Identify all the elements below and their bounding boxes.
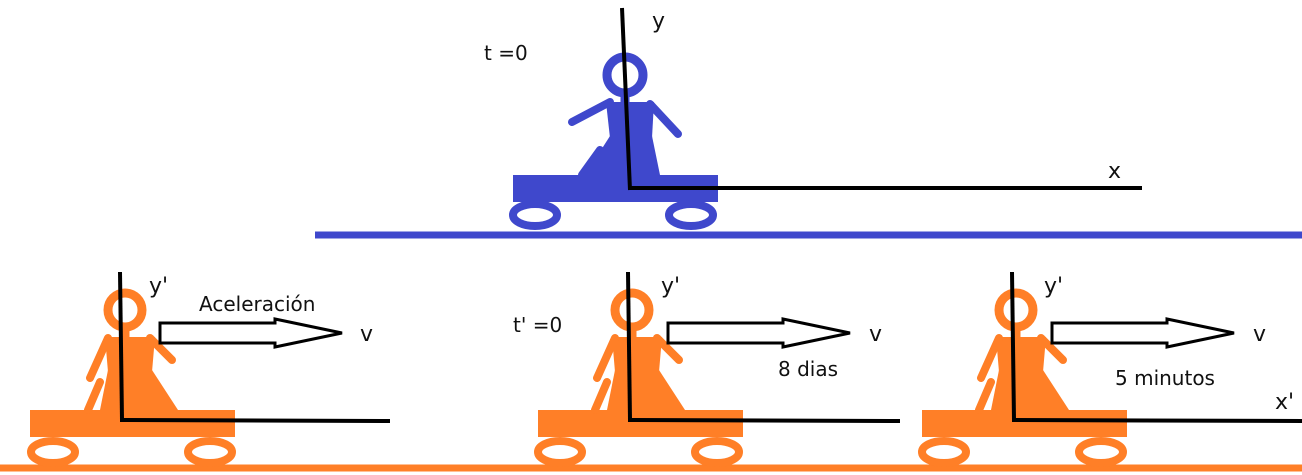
stationary-person-leg-detail	[578, 146, 604, 179]
moving-cart-wheel-right	[691, 437, 743, 467]
moving-person-head	[994, 288, 1038, 332]
moving-person-leg-detail	[975, 378, 995, 414]
frame-caption: Aceleración	[199, 292, 315, 316]
moving-x-axis	[1011, 418, 1302, 423]
stationary-person-arm-left	[568, 98, 614, 126]
moving-person-head	[610, 288, 654, 332]
moving-y-axis	[626, 271, 632, 421]
velocity-arrow	[1050, 317, 1235, 349]
moving-person-leg-detail	[84, 378, 104, 414]
moving-y-label: y'	[149, 274, 168, 299]
moving-cart-wheel-left	[27, 437, 79, 467]
velocity-arrow	[158, 317, 343, 349]
velocity-label: v	[869, 322, 882, 347]
stationary-person-arm-right	[646, 100, 682, 138]
moving-frame-1: y' Aceleración v	[27, 271, 391, 467]
moving-x-label: x'	[1275, 390, 1294, 415]
stationary-y-axis	[620, 7, 632, 191]
moving-cart-wheel-right	[1075, 437, 1127, 467]
frame-caption: 8 dias	[778, 357, 838, 381]
stationary-x-label: x	[1108, 159, 1121, 184]
moving-person-arm-right	[1037, 334, 1067, 364]
moving-person-arm-right	[653, 334, 683, 364]
stationary-person-legs	[585, 136, 660, 175]
velocity-label: v	[1253, 322, 1266, 347]
stationary-observer-group: t =0 y x	[315, 7, 1302, 239]
moving-x-axis	[627, 418, 901, 423]
moving-person-legs	[991, 370, 1069, 410]
velocity-label: v	[360, 322, 373, 347]
moving-person-leg-detail	[591, 378, 611, 414]
moving-frame-3: y' 5 minutos v x'	[918, 271, 1302, 467]
velocity-arrow	[666, 317, 851, 349]
moving-y-axis	[118, 271, 124, 421]
moving-y-label: y'	[661, 274, 680, 299]
moving-cart-body	[30, 410, 235, 437]
moving-cart-wheel-right	[184, 437, 236, 467]
moving-person-arm-left	[977, 334, 1003, 382]
moving-y-label: y'	[1044, 274, 1063, 299]
moving-observer-group: y' Aceleración v t' =0 y' 8 dias	[0, 271, 1302, 472]
moving-person-torso	[996, 337, 1046, 372]
moving-cart-wheel-left	[534, 437, 586, 467]
frame-caption: 5 minutos	[1115, 366, 1215, 390]
moving-person	[84, 288, 178, 414]
moving-person-torso	[105, 337, 155, 372]
moving-cart-body	[922, 410, 1127, 437]
stationary-cart-wheel-right	[665, 200, 717, 230]
moving-person-torso	[612, 337, 662, 372]
moving-person-arm-left	[86, 334, 112, 382]
stationary-time-label: t =0	[484, 41, 528, 65]
moving-person	[975, 288, 1069, 414]
stationary-y-label: y	[652, 9, 665, 34]
stationary-cart-wheel-left	[509, 200, 561, 230]
moving-person-head	[103, 288, 147, 332]
moving-y-axis	[1010, 271, 1016, 421]
moving-person-arm-left	[593, 334, 619, 382]
moving-time-label: t' =0	[513, 313, 562, 337]
moving-person-arm-right	[146, 334, 176, 364]
moving-cart-body	[538, 410, 743, 437]
moving-x-axis	[119, 418, 391, 423]
moving-cart-wheel-left	[918, 437, 970, 467]
moving-frame-2: t' =0 y' 8 dias v	[513, 271, 901, 467]
moving-person-legs	[607, 370, 685, 410]
moving-person-legs	[100, 370, 178, 410]
stationary-person-torso	[606, 102, 654, 138]
moving-person	[591, 288, 685, 414]
